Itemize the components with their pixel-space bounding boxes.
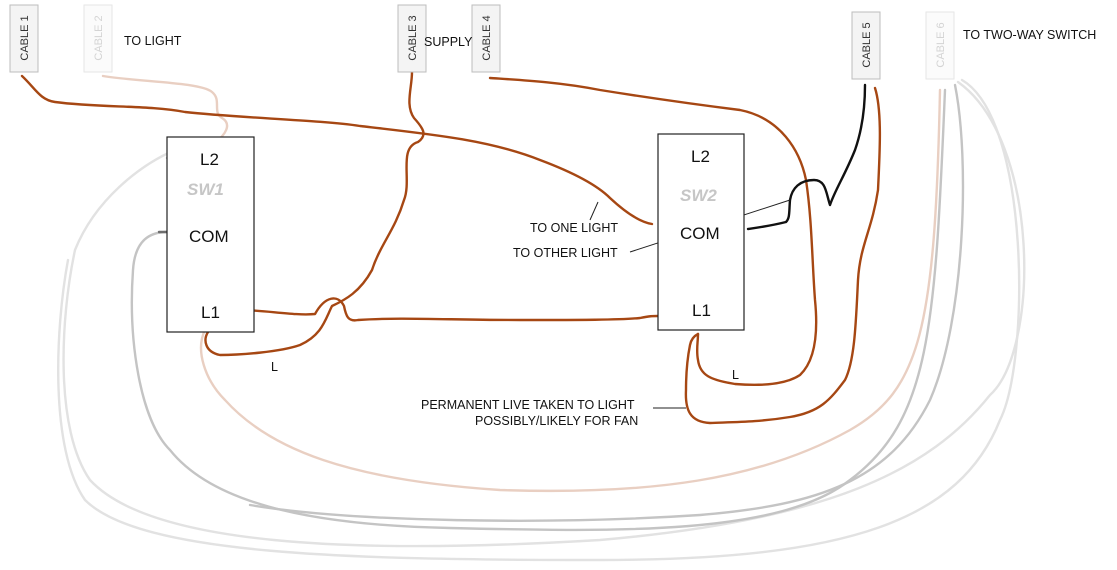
- cable-5: CABLE 5: [851, 11, 881, 80]
- sw2-l1-label: L1: [692, 301, 711, 320]
- wire-pink-sw1-l1-loop: [199, 88, 942, 493]
- sw1-l1-label: L1: [201, 303, 220, 322]
- wire-permanent-live: [684, 86, 882, 425]
- cable-3-label: CABLE 3: [407, 15, 419, 60]
- sw1-l2-label: L2: [200, 150, 219, 169]
- cable-1-label: CABLE 1: [19, 15, 31, 60]
- wire-pink-cable2: [101, 74, 229, 145]
- note-to-two-way-switch: TO TWO-WAY SWITCH: [963, 28, 1096, 42]
- cable-4-label: CABLE 4: [481, 15, 493, 60]
- switch-sw2: L2 SW2 COM L1: [657, 133, 745, 331]
- wire-cable6-earth: [62, 80, 1026, 548]
- note-permanent-live-2: POSSIBLY/LIKELY FOR FAN: [475, 414, 638, 428]
- note-permanent-live-1: PERMANENT LIVE TAKEN TO LIGHT: [421, 398, 635, 412]
- note-loop-l-left: L: [271, 360, 278, 374]
- wire-cable1-to-sw2: [20, 74, 654, 226]
- cable-2-label: CABLE 2: [93, 15, 105, 60]
- sw1-name: SW1: [187, 180, 224, 199]
- sw2-name: SW2: [680, 186, 717, 205]
- sw2-com-label: COM: [680, 224, 720, 243]
- wire-sw1-l1-to-sw2-l1: [238, 297, 660, 322]
- cable-3: CABLE 3: [397, 4, 427, 73]
- wire-grey-sw1-com: [130, 88, 947, 532]
- note-loop-l-right: L: [732, 368, 739, 382]
- sw2-l2-label: L2: [691, 147, 710, 166]
- wire-cable5-black: [746, 83, 867, 231]
- note-supply: SUPPLY: [424, 35, 473, 49]
- note-to-light: TO LIGHT: [124, 34, 182, 48]
- pointer-to-one-light: [589, 201, 599, 221]
- cable-4: CABLE 4: [471, 4, 501, 73]
- sw1-com-label: COM: [189, 227, 229, 246]
- cable-6-label: CABLE 6: [935, 22, 947, 67]
- cable-5-label: CABLE 5: [861, 22, 873, 67]
- wire-cable6-outer: [57, 78, 1021, 562]
- note-to-one-light: TO ONE LIGHT: [530, 221, 618, 235]
- wire-grey-cable6-inner: [248, 83, 965, 522]
- note-to-other-light: TO OTHER LIGHT: [513, 246, 618, 260]
- cable-1: CABLE 1: [9, 4, 39, 73]
- wire-supply-cable3: [204, 70, 425, 357]
- wire-cable4-to-cable5: [488, 76, 818, 387]
- cable-6: CABLE 6: [925, 11, 955, 80]
- cable-2: CABLE 2: [83, 4, 113, 73]
- switch-sw1: L2 SW1 COM L1: [166, 136, 255, 333]
